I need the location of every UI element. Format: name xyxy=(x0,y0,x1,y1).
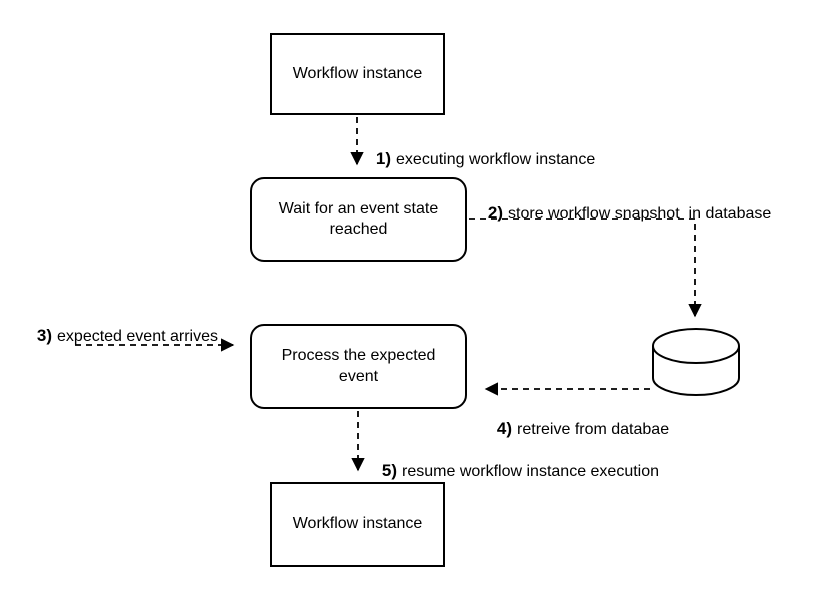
edge-2-arrow xyxy=(469,218,702,318)
edge-1-number: 1) xyxy=(375,149,392,169)
edge-2-text: store workflow snapshot in database xyxy=(508,205,772,223)
edge-5-number: 5) xyxy=(381,461,398,481)
edge-3-number: 3) xyxy=(36,326,53,346)
edge-label-2: 2)store workflow snapshot in database xyxy=(479,185,771,224)
edge-4-number: 4) xyxy=(496,419,513,439)
edge-2-number: 2) xyxy=(487,203,504,223)
edge-label-1: 1)executing workflow instance xyxy=(367,131,595,170)
edge-1-text: executing workflow instance xyxy=(396,151,596,169)
node-workflow-instance-bottom: Workflow instance xyxy=(270,482,445,567)
node-process-event: Process the expected event xyxy=(250,324,467,409)
database-cylinder-top xyxy=(652,328,740,364)
edge-label-5: 5)resume workflow instance execution xyxy=(373,443,659,482)
node-database xyxy=(652,328,740,396)
edge-label-3: 3)expected event arrives xyxy=(28,308,218,347)
node-wait-state: Wait for an event state reached xyxy=(250,177,467,262)
node-workflow-instance-top: Workflow instance xyxy=(270,33,445,115)
edge-label-4: 4)retreive from databae xyxy=(488,401,669,440)
edge-4-text: retreive from databae xyxy=(517,421,670,439)
edge-5-text: resume workflow instance execution xyxy=(402,463,660,481)
edge-3-text: expected event arrives xyxy=(57,328,218,346)
